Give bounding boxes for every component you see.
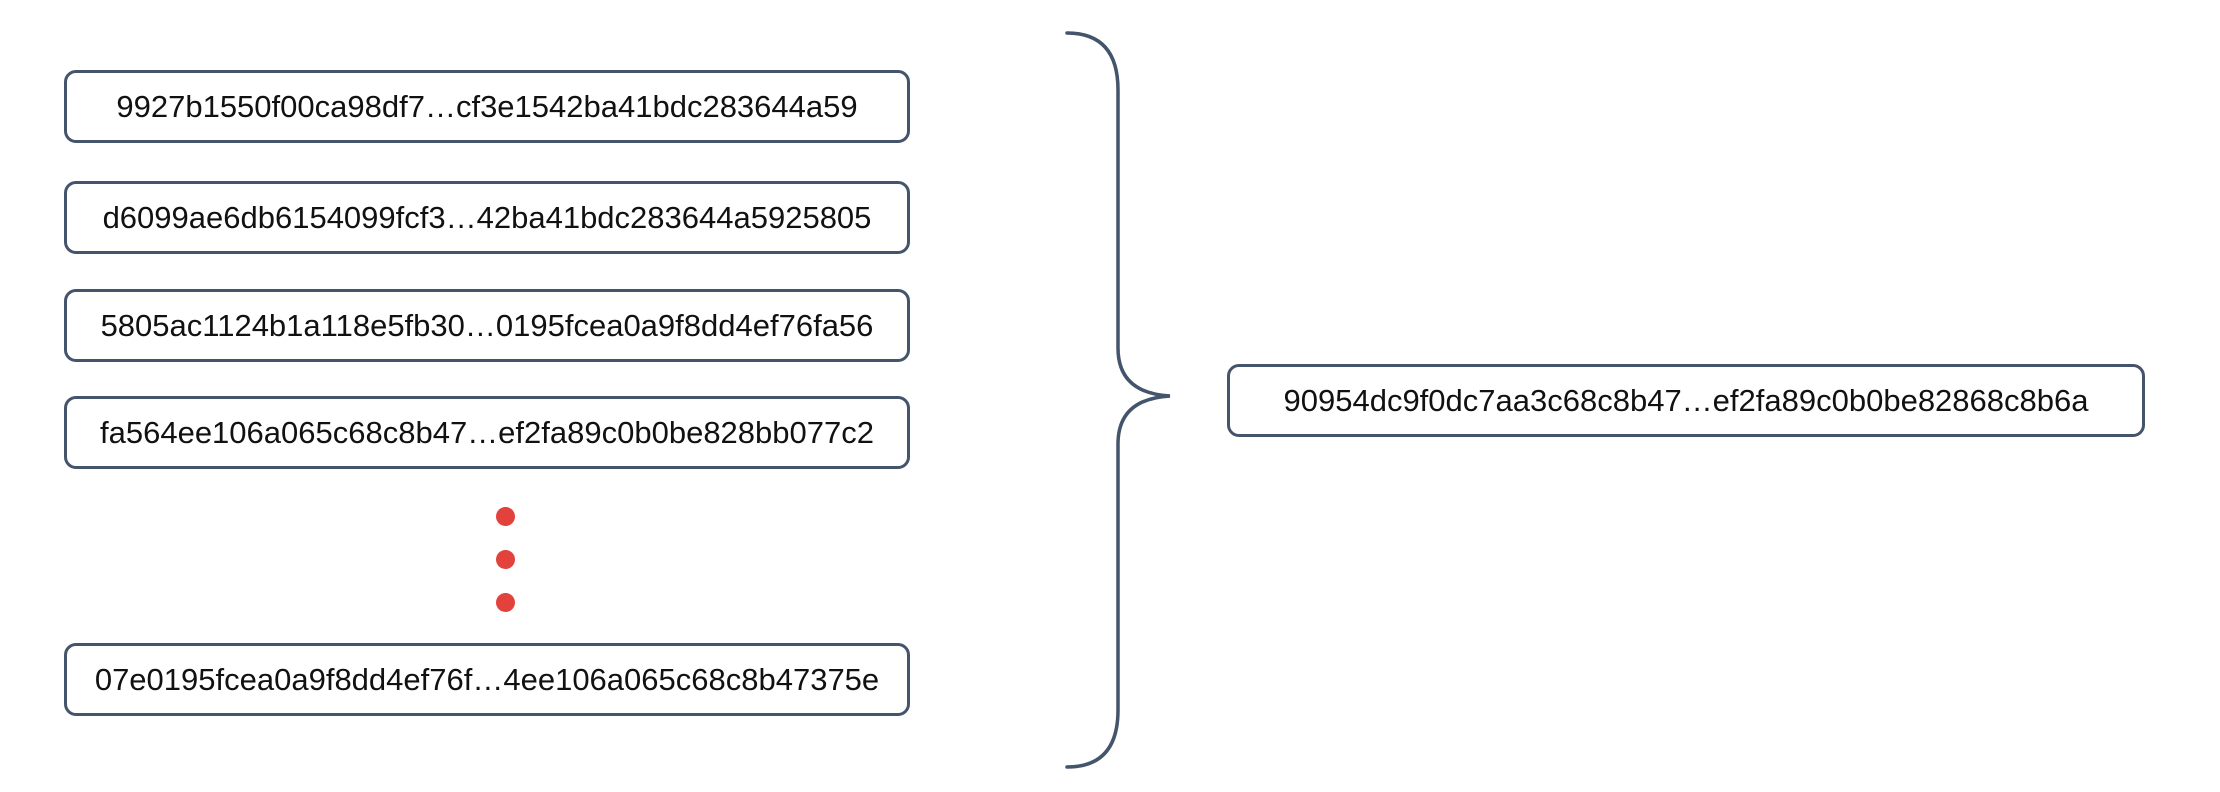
ellipsis-dot-1	[496, 507, 515, 526]
input-hash-box-1: 9927b1550f00ca98df7…cf3e1542ba41bdc28364…	[64, 70, 910, 143]
ellipsis-dot-2	[496, 550, 515, 569]
ellipsis-dot-3	[496, 593, 515, 612]
input-hash-box-3: 5805ac1124b1a118e5fb30…0195fcea0a9f8dd4e…	[64, 289, 910, 362]
input-hash-box-5: 07e0195fcea0a9f8dd4ef76f…4ee106a065c68c8…	[64, 643, 910, 716]
output-hash-box: 90954dc9f0dc7aa3c68c8b47…ef2fa89c0b0be82…	[1227, 364, 2145, 437]
input-hash-box-4: fa564ee106a065c68c8b47…ef2fa89c0b0be828b…	[64, 396, 910, 469]
input-hash-box-2: d6099ae6db6154099fcf3…42ba41bdc283644a59…	[64, 181, 910, 254]
